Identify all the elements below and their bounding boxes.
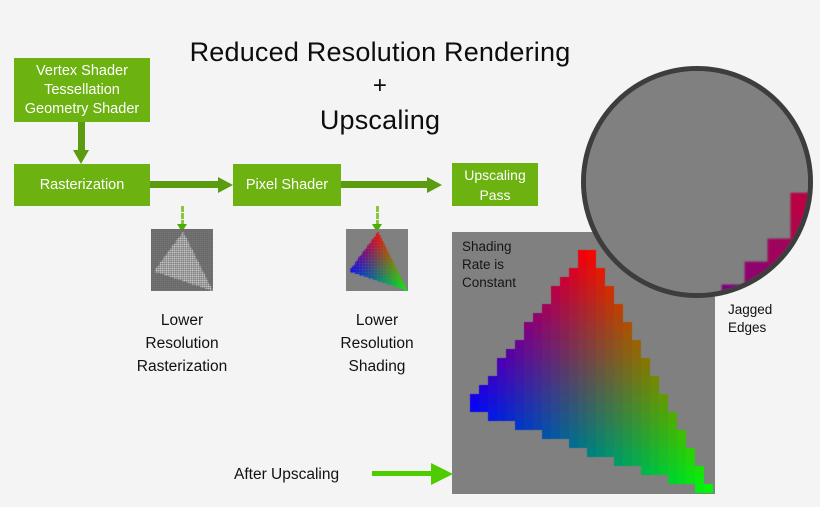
dashed-connector-shading-thumb xyxy=(376,206,379,226)
title-line-1: Reduced Resolution Rendering xyxy=(189,37,571,67)
panel-note-line-1: Shading xyxy=(462,239,512,254)
cap-shade-line-3: Shading xyxy=(348,358,406,375)
connector-pixel-shader-to-upscaling xyxy=(341,181,429,188)
after-upscaling-arrow-shaft xyxy=(372,471,434,476)
pixel-shader-label: Pixel Shader xyxy=(245,176,329,193)
panel-note-line-3: Constant xyxy=(462,275,517,290)
after-upscaling-arrowhead-icon xyxy=(431,463,453,485)
pipeline-stage-rasterization[interactable]: Rasterization xyxy=(14,164,150,206)
cap-shade-line-2: Resolution xyxy=(340,335,414,352)
dashed-arrowhead-icon-1 xyxy=(177,224,187,232)
shaded-triangle-image xyxy=(346,229,408,291)
pipeline-stage-pixel-shader[interactable]: Pixel Shader xyxy=(233,164,341,206)
caption-lower-resolution-rasterization: Lower Resolution Rasterization xyxy=(97,309,267,378)
cap-rast-line-1: Lower xyxy=(160,312,204,329)
arrowhead-right-icon-2 xyxy=(427,176,442,193)
upscaled-result-panel xyxy=(452,232,715,494)
dashed-connector-rasterization-thumb xyxy=(181,206,184,226)
arrowhead-down-icon xyxy=(73,150,89,164)
rasterized-triangle-image xyxy=(151,229,213,291)
vertex-shader-label: Vertex Shader xyxy=(36,62,128,79)
geometry-shader-label: Geometry Shader xyxy=(24,100,140,117)
pipeline-stage-upscaling-pass[interactable]: Upscaling Pass xyxy=(452,163,538,206)
thumbnail-lower-resolution-rasterization xyxy=(151,229,213,291)
magnifier-zoom-circle xyxy=(581,66,813,298)
cap-jagged-line-2: Edges xyxy=(728,320,767,335)
cap-rast-line-2: Resolution xyxy=(145,335,219,352)
dashed-arrowhead-icon-2 xyxy=(372,224,382,232)
page-title: Reduced Resolution Rendering + Upscaling xyxy=(185,34,575,138)
panel-note-line-2: Rate is xyxy=(462,257,505,272)
caption-jagged-edges: Jagged Edges xyxy=(728,301,772,337)
caption-lower-resolution-shading: Lower Resolution Shading xyxy=(292,309,462,378)
upscaling-pass-label-2: Pass xyxy=(479,186,511,203)
cap-shade-line-1: Lower xyxy=(355,312,399,329)
pipeline-stage-vertex[interactable]: Vertex Shader Tessellation Geometry Shad… xyxy=(14,58,150,122)
magnified-jagged-edge-image xyxy=(586,71,808,293)
connector-vertex-to-rasterization xyxy=(78,122,85,152)
thumbnail-lower-resolution-shading xyxy=(346,229,408,291)
after-upscaling-label: After Upscaling xyxy=(234,466,340,483)
cap-rast-line-3: Rasterization xyxy=(136,358,228,375)
tessellation-label: Tessellation xyxy=(44,81,120,98)
shading-rate-note: Shading Rate is Constant xyxy=(462,238,516,292)
upscaling-pass-label-1: Upscaling xyxy=(464,166,526,183)
title-plus: + xyxy=(372,72,388,99)
arrowhead-right-icon xyxy=(218,176,233,193)
title-line-2: Upscaling xyxy=(319,105,441,135)
connector-rasterization-to-pixel-shader xyxy=(150,181,220,188)
cap-jagged-line-1: Jagged xyxy=(728,302,773,317)
rasterization-label: Rasterization xyxy=(39,176,125,193)
